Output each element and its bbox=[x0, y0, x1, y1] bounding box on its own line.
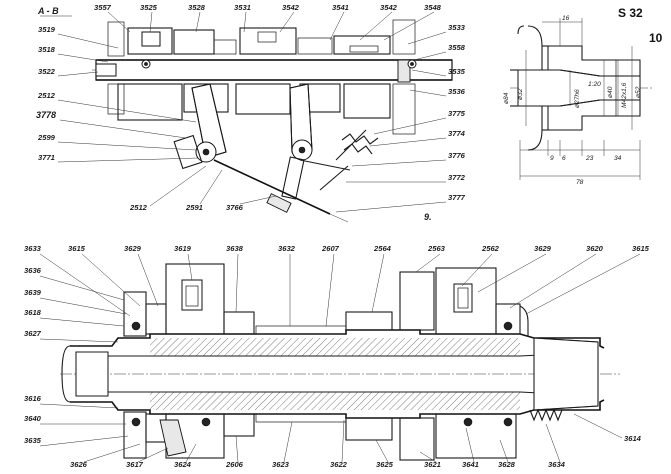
callout-3533: 3533 bbox=[448, 23, 466, 32]
dim-23: 23 bbox=[585, 155, 594, 162]
top-callouts-bottom: 2512 2591 3766 9. bbox=[129, 165, 432, 222]
section-label: A - B bbox=[37, 6, 59, 16]
callout-3528: 3528 bbox=[188, 3, 206, 12]
callout-3628: 3628 bbox=[498, 460, 516, 469]
top-callouts-right: 3533 3558 3535 3536 3775 3774 3776 3772 … bbox=[335, 23, 466, 213]
view-number: 9. bbox=[424, 212, 432, 222]
callout-3627: 3627 bbox=[24, 329, 42, 338]
dim-taper: 1:20 bbox=[588, 81, 601, 88]
callout-3625: 3625 bbox=[376, 460, 394, 469]
dim-d52: ø52 bbox=[635, 86, 642, 98]
bottom-spindle-section bbox=[60, 263, 620, 461]
callout-3776: 3776 bbox=[448, 151, 466, 160]
callout-3632: 3632 bbox=[278, 244, 296, 253]
callout-3525: 3525 bbox=[140, 3, 158, 12]
callout-3620: 3620 bbox=[586, 244, 604, 253]
callout-3621: 3621 bbox=[424, 460, 441, 469]
callout-3535: 3535 bbox=[448, 67, 466, 76]
callout-3635: 3635 bbox=[24, 436, 42, 445]
callout-3638: 3638 bbox=[226, 244, 244, 253]
callout-3634: 3634 bbox=[548, 460, 566, 469]
callout-3771: 3771 bbox=[38, 153, 55, 162]
dim-78: 78 bbox=[576, 179, 584, 186]
callout-3542-left: 3542 bbox=[282, 3, 300, 12]
callout-2564: 2564 bbox=[373, 244, 392, 253]
callout-3777: 3777 bbox=[448, 193, 466, 202]
callout-3639: 3639 bbox=[24, 288, 42, 297]
callout-3772: 3772 bbox=[448, 173, 466, 182]
callout-3614: 3614 bbox=[624, 434, 642, 443]
dim-9: 9 bbox=[550, 155, 554, 162]
callout-2512-lower: 2512 bbox=[129, 203, 148, 212]
callout-2591: 2591 bbox=[185, 203, 203, 212]
sheet-number: 10 bbox=[649, 31, 663, 45]
callout-2606: 2606 bbox=[225, 460, 244, 469]
detail-spindle-nose bbox=[510, 18, 652, 180]
top-gearbox-section bbox=[92, 19, 453, 223]
sheet-code: S 32 bbox=[618, 6, 643, 20]
dim-d40: ø40 bbox=[607, 86, 614, 98]
callout-3778: 3778 bbox=[36, 110, 56, 120]
callout-3641: 3641 bbox=[462, 460, 479, 469]
dim-d27h6: ø27h6 bbox=[574, 89, 581, 108]
bottom-callouts-right: 3614 bbox=[573, 413, 642, 443]
callout-2562: 2562 bbox=[481, 244, 500, 253]
callout-3626: 3626 bbox=[70, 460, 88, 469]
callout-3519: 3519 bbox=[38, 25, 56, 34]
callout-3618: 3618 bbox=[24, 308, 42, 317]
detail-dimensions: 16 ø84 ø32 ø27h6 1:20 ø40 M42x1,6 ø52 9 … bbox=[503, 15, 642, 186]
callout-3623: 3623 bbox=[272, 460, 290, 469]
dim-16: 16 bbox=[562, 15, 570, 22]
callout-3636: 3636 bbox=[24, 266, 42, 275]
callout-3542-right: 3542 bbox=[380, 3, 398, 12]
callout-3633: 3633 bbox=[24, 244, 42, 253]
dim-34: 34 bbox=[614, 155, 622, 162]
callout-3774: 3774 bbox=[448, 129, 466, 138]
dim-d84: ø84 bbox=[503, 92, 510, 104]
callout-2599: 2599 bbox=[37, 133, 56, 142]
bottom-callouts-top: 3633 3615 3629 3619 3638 3632 2607 2564 … bbox=[24, 244, 650, 327]
callout-3775: 3775 bbox=[448, 109, 466, 118]
callout-3622: 3622 bbox=[330, 460, 348, 469]
dim-m42: M42x1,6 bbox=[621, 82, 628, 108]
callout-3629-right: 3629 bbox=[534, 244, 552, 253]
callout-3518: 3518 bbox=[38, 45, 56, 54]
callout-3640: 3640 bbox=[24, 414, 42, 423]
callout-3766: 3766 bbox=[226, 203, 244, 212]
callout-3541: 3541 bbox=[332, 3, 349, 12]
callout-3531: 3531 bbox=[234, 3, 251, 12]
callout-2607: 2607 bbox=[321, 244, 340, 253]
top-callouts-top: 3557 3525 3528 3531 3542 3541 3542 3548 bbox=[94, 3, 442, 41]
callout-3617: 3617 bbox=[126, 460, 144, 469]
callout-2512-upper: 2512 bbox=[37, 91, 56, 100]
callout-3536: 3536 bbox=[448, 87, 466, 96]
dim-d32: ø32 bbox=[517, 88, 524, 100]
callout-3624: 3624 bbox=[174, 460, 192, 469]
top-callouts-left: A - B 3519 3518 3522 2512 3778 2599 3771 bbox=[36, 6, 199, 163]
callout-3619: 3619 bbox=[174, 244, 192, 253]
callout-3629-left: 3629 bbox=[124, 244, 142, 253]
callout-2563: 2563 bbox=[427, 244, 446, 253]
callout-3558: 3558 bbox=[448, 43, 466, 52]
callout-3557: 3557 bbox=[94, 3, 112, 12]
callout-3615-right: 3615 bbox=[632, 244, 650, 253]
bottom-callouts-bottom: 3626 3617 3624 2606 3623 3622 3625 3621 … bbox=[70, 419, 566, 469]
callout-3615-left: 3615 bbox=[68, 244, 86, 253]
callout-3548: 3548 bbox=[424, 3, 442, 12]
bottom-callouts-left: 3636 3639 3618 3627 3616 3640 3635 bbox=[24, 266, 129, 447]
callout-3616: 3616 bbox=[24, 394, 42, 403]
callout-3522: 3522 bbox=[38, 67, 56, 76]
dim-6: 6 bbox=[562, 155, 566, 162]
